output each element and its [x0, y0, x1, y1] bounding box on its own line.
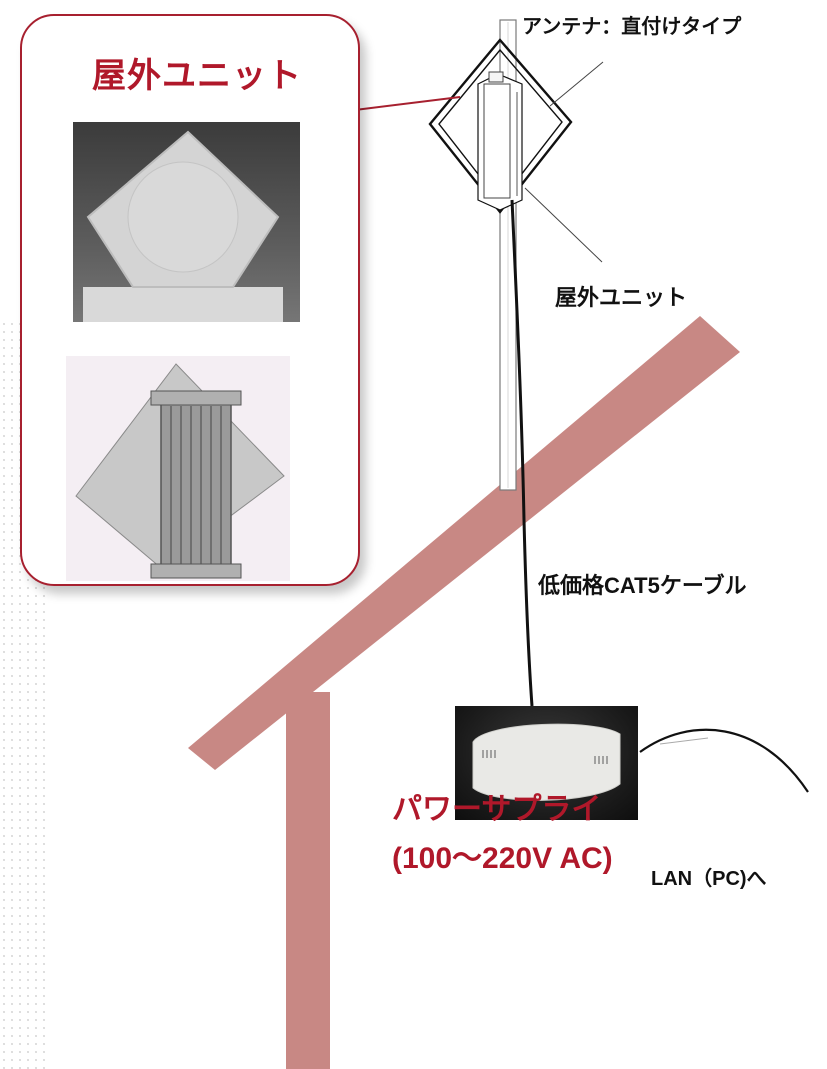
cable-label: 低価格CAT5ケーブル: [538, 573, 747, 598]
power-supply-label: パワーサプライ: [392, 793, 602, 826]
callout-connector: [354, 96, 461, 111]
antenna-type-label: アンテナ：直付けタイプ: [522, 16, 742, 38]
cat5-cable: [510, 199, 534, 707]
callout-title: 屋外ユニット: [92, 56, 302, 96]
unit-leader-line: [524, 187, 603, 263]
power-voltage-label: (100〜220V AC): [392, 842, 613, 875]
antenna-back-photo: [66, 356, 290, 581]
antenna-leader-line: [549, 61, 604, 107]
lan-cable: [639, 728, 809, 793]
lan-label: LAN（PC)へ: [651, 868, 767, 890]
outdoor-unit-label: 屋外ユニット: [555, 285, 688, 310]
antenna-icon: [428, 38, 573, 214]
roof-band: [188, 316, 740, 770]
power-supply-photo: [455, 706, 638, 820]
wall-band: [286, 692, 330, 1069]
antenna-front-photo: [73, 122, 300, 322]
